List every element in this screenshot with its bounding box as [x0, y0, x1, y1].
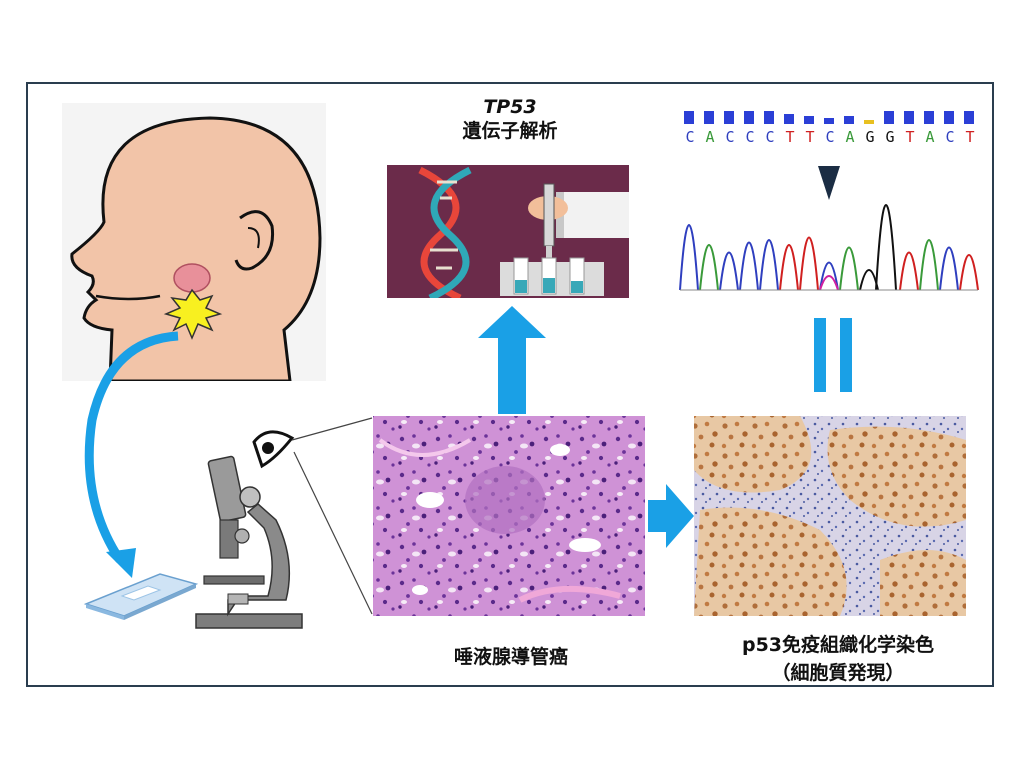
gene-analysis-label: 遺伝子解析 [462, 120, 558, 142]
head-illustration [62, 103, 326, 381]
sequence-base: T [785, 128, 795, 146]
sampling-curve-arrow [84, 331, 179, 563]
right-arrow [648, 484, 694, 548]
salivary-gland-icon [173, 263, 211, 293]
microscope-icon [195, 455, 303, 629]
dna-analysis-panel [387, 165, 629, 298]
sampling-arrow-head-icon [106, 548, 136, 578]
ihc-sublabel: （細胞質発現） [771, 662, 905, 684]
ihc-p53-image [694, 416, 966, 616]
head-silhouette-icon [70, 116, 322, 381]
equals-bar-right [840, 318, 852, 392]
sequence-base: T [805, 128, 815, 146]
ihc-label: p53免疫組織化学染色 [741, 634, 935, 656]
sequence-base: T [965, 128, 975, 146]
tumor-burst-icon [163, 288, 223, 340]
sequence-base: A [925, 128, 935, 146]
sequence-base: T [905, 128, 915, 146]
projection-line-top [291, 417, 373, 441]
sequence-base: G [885, 128, 895, 146]
sequence-base: C [825, 128, 835, 146]
sequence-base: G [865, 128, 875, 146]
equals-bar-left [814, 318, 826, 392]
glass-slide-icon [83, 573, 199, 620]
sequence-base: C [685, 128, 695, 146]
he-histology-image [373, 416, 645, 616]
sequence-base: C [765, 128, 775, 146]
up-arrow [478, 306, 546, 414]
sequence-base: C [725, 128, 735, 146]
sequence-base: C [745, 128, 755, 146]
chromatogram-traces [679, 204, 979, 291]
sequence-base: C [945, 128, 955, 146]
salivary-duct-carcinoma-label: 唾液腺導管癌 [453, 646, 568, 668]
ear-icon [234, 210, 275, 271]
mutation-marker-icon [818, 166, 840, 200]
quality-bars [684, 111, 974, 124]
tp53-gene-label: TP53 [483, 96, 537, 118]
eye-icon [252, 430, 295, 469]
projection-line-bottom [293, 451, 373, 615]
sequence-base: A [705, 128, 715, 146]
sequence-base: A [845, 128, 855, 146]
